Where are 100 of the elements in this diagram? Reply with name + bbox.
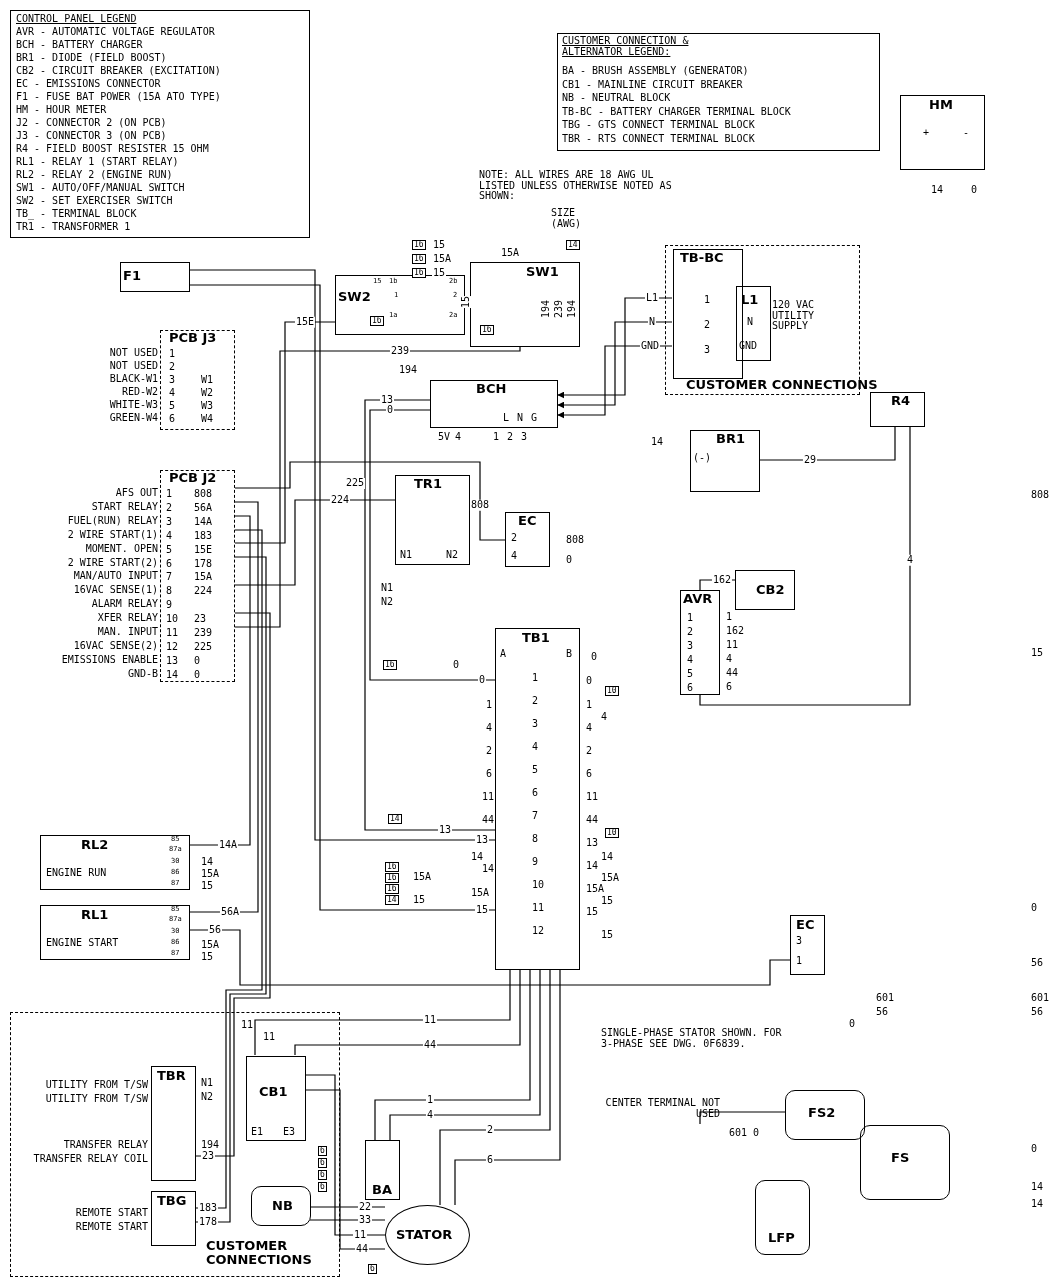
wire-number: 15 — [585, 907, 600, 918]
pin-number: W2 — [201, 388, 214, 399]
pressure-regulator — [755, 1180, 810, 1255]
pin-number: 2 — [166, 502, 173, 514]
pin-description: 5V — [438, 432, 451, 443]
legend-entry: EC - EMISSIONS CONNECTOR — [16, 79, 161, 90]
note-text: CENTER TERMINAL NOT USED — [604, 1098, 720, 1119]
wire-number: 15A — [412, 872, 433, 883]
pin-number: 808 — [194, 489, 213, 500]
wire-number: N1 — [380, 583, 395, 594]
component-label: FS — [891, 1151, 910, 1165]
pin-number: 178 — [194, 558, 213, 569]
wire-number: 4 — [725, 654, 734, 665]
wire-number: 0 — [848, 1019, 857, 1030]
wire-number: 4 — [585, 723, 594, 734]
diode — [690, 430, 760, 492]
pin-description: 3 — [521, 432, 528, 443]
pin-description: 2 — [507, 432, 514, 443]
wire — [759, 426, 896, 461]
terminal-block — [151, 1066, 196, 1181]
terminal-number: B — [566, 649, 573, 660]
legend-heading: CONTROL PANEL LEGEND — [16, 14, 137, 25]
wire — [294, 969, 521, 1056]
pin-number: 10 — [166, 614, 179, 625]
legend-entry: SW2 - SET EXERCISER SWITCH — [16, 196, 173, 207]
wire — [557, 345, 673, 419]
terminal-number: 8 — [532, 834, 539, 845]
component-label: TB-BC — [680, 251, 724, 265]
wire-number: 194 — [200, 1140, 221, 1151]
wire-number: 808 — [565, 535, 586, 546]
pin-number: 8 — [166, 586, 173, 597]
wire-number: 15 — [200, 881, 215, 892]
pin-number: W3 — [201, 401, 214, 412]
wire-number: 225 — [345, 478, 366, 489]
component-label: TR1 — [414, 477, 442, 491]
legend-entry: HM - HOUR METER — [16, 105, 107, 116]
component-label: RL1 — [81, 908, 109, 922]
pin-number: 13 — [166, 655, 179, 667]
wire-number: 1 — [426, 1094, 434, 1106]
pin-description: MAN/AUTO INPUT — [73, 571, 158, 582]
component-label: TBR — [157, 1069, 186, 1083]
pin-number: 7 — [166, 572, 173, 583]
pin-number: 1 — [796, 956, 803, 967]
component-label: RL2 — [81, 838, 109, 852]
component-label: SW1 — [526, 265, 559, 279]
connector-block — [160, 470, 235, 682]
legend-entry: BA - BRUSH ASSEMBLY (GENERATOR) — [562, 66, 749, 77]
pin-number: 6 — [687, 683, 694, 694]
terminal-label: N — [747, 317, 754, 328]
legend-entry: BCH - BATTERY CHARGER — [16, 40, 143, 51]
wire-number: 15 — [432, 268, 447, 279]
terminal-number: 12 — [532, 926, 545, 937]
wire-number: 1 — [585, 700, 594, 711]
pin-description: FUEL(RUN) RELAY — [67, 515, 158, 527]
pin-number: 2 — [169, 362, 176, 373]
wire — [189, 501, 259, 913]
wire-number: 15 — [1030, 648, 1045, 659]
pin-number: 239 — [194, 628, 213, 639]
legend-entry: TB-BC - BATTERY CHARGER TERMINAL BLOCK — [562, 106, 791, 117]
wire-number: 14 — [930, 185, 945, 196]
wire — [254, 969, 511, 1056]
wire-number: N2 — [380, 597, 395, 608]
component-label: PCB J2 — [169, 471, 217, 485]
fuel-solenoid — [785, 1090, 865, 1140]
wire-number: 56 — [1030, 958, 1045, 969]
legend-entry: AVR - AUTOMATIC VOLTAGE REGULATOR — [16, 27, 215, 38]
supply-terminal-box — [736, 286, 771, 361]
wire-number: N2 — [200, 1092, 215, 1103]
wire — [309, 1206, 386, 1208]
terminal-number: 6 — [532, 788, 539, 799]
pin-description: ALARM RELAY — [91, 599, 158, 610]
legend-entry: BR1 - DIODE (FIELD BOOST) — [16, 53, 167, 64]
pin-number: 9 — [166, 600, 173, 611]
wire-number: N1 — [200, 1078, 215, 1089]
wire-number: 0 — [752, 1128, 761, 1139]
pin-number: 11 — [166, 628, 179, 639]
wire-number: 15A — [200, 869, 221, 880]
legend-panel — [557, 33, 880, 151]
pin-number: W4 — [201, 414, 214, 425]
wire — [304, 1074, 386, 1236]
wire — [234, 461, 506, 541]
component-label: R4 — [891, 394, 911, 408]
circuit-breaker — [246, 1056, 306, 1141]
pin-description: MAN. INPUT — [97, 627, 158, 638]
pin-number: W1 — [201, 375, 214, 386]
wire-number: 601 — [1030, 993, 1051, 1004]
wire — [454, 969, 561, 1206]
terminal-label: E1 — [251, 1127, 264, 1138]
relay — [40, 905, 190, 960]
pin-number: 4 — [687, 655, 694, 666]
wire-number: 162 — [711, 574, 733, 586]
terminal-number: 5 — [532, 765, 539, 776]
wire-number: 0 — [1030, 1144, 1039, 1155]
pin-number: 1 — [687, 613, 694, 624]
pin-number: 5 — [166, 544, 173, 556]
pin-description: BLACK-W1 — [109, 374, 158, 385]
pin-number: 14 — [166, 669, 179, 681]
terminal-block — [495, 628, 580, 970]
connector — [505, 512, 550, 567]
terminal-number: 4 — [532, 742, 539, 753]
